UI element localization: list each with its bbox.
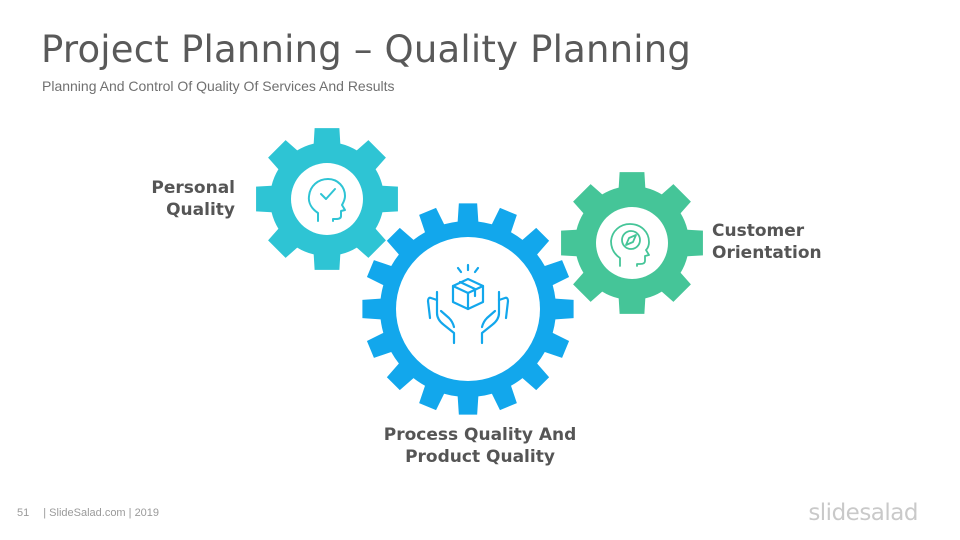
- page-title: Project Planning – Quality Planning: [41, 28, 692, 71]
- label-personal-line2: Quality: [166, 200, 235, 220]
- label-process-line1: Process Quality And: [383, 425, 577, 445]
- label-process-quality: Process Quality And Product Quality: [380, 424, 580, 468]
- footer: 51 | SlideSalad.com | 2019: [17, 507, 159, 519]
- label-customer-line2: Orientation: [712, 243, 822, 263]
- label-personal-line1: Personal: [151, 178, 235, 198]
- page-number: 51: [17, 507, 30, 519]
- gear-customer-orientation: [561, 172, 703, 314]
- head-checkmark-icon: [307, 178, 346, 222]
- hands-box-icon: [426, 263, 510, 345]
- footer-credit: | SlideSalad.com | 2019: [43, 507, 160, 519]
- label-customer-orientation: Customer Orientation: [712, 220, 872, 264]
- label-process-line2: Product Quality: [405, 447, 555, 467]
- label-personal-quality: Personal Quality: [95, 177, 235, 221]
- gear-personal-quality: [256, 128, 398, 270]
- page-subtitle: Planning And Control Of Quality Of Servi…: [42, 78, 395, 94]
- label-customer-line1: Customer: [712, 221, 805, 241]
- head-compass-icon: [610, 223, 650, 267]
- gear-process-quality: [362, 203, 574, 415]
- brand-logo: slidesalad: [808, 500, 918, 526]
